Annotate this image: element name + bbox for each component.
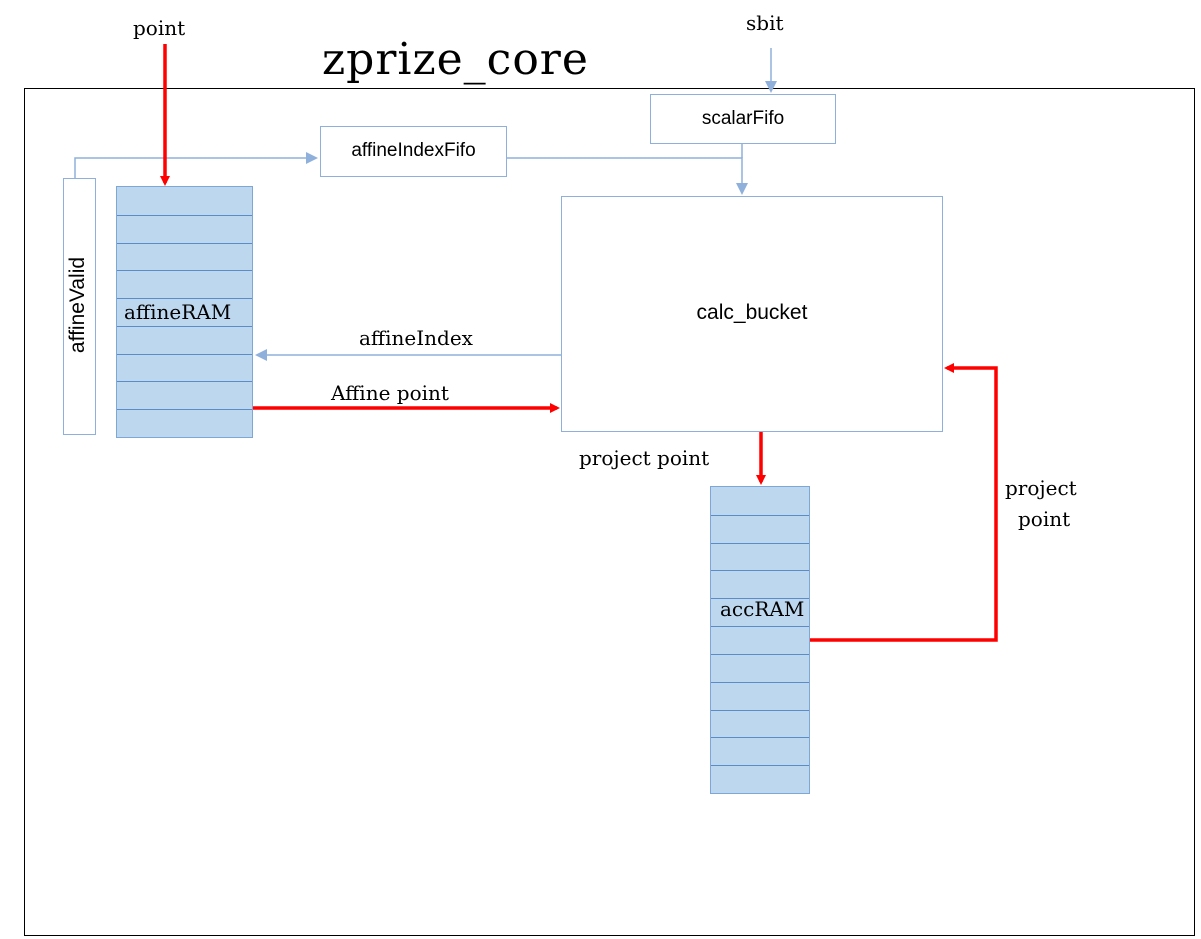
scalar-fifo-block: scalarFifo: [650, 94, 836, 144]
acc-ram-block: [710, 486, 810, 794]
ram-row-divider: [711, 710, 809, 711]
affine-index-signal-label: affineIndex: [359, 326, 473, 350]
ram-row-divider: [117, 409, 252, 410]
ram-row-divider: [711, 598, 809, 599]
affine-point-signal-label: Affine point: [331, 381, 449, 405]
affine-ram-block: [116, 186, 253, 438]
sbit-input-label: sbit: [746, 11, 784, 35]
ram-row-divider: [711, 654, 809, 655]
ram-row-divider: [117, 270, 252, 271]
affine-index-fifo-label: affineIndexFifo: [351, 140, 476, 161]
diagram-title: zprize_core: [322, 34, 589, 85]
project-point-feedback-wire: [810, 363, 998, 642]
ram-row-divider: [711, 765, 809, 766]
ram-row-divider: [117, 354, 252, 355]
ram-row-divider: [117, 243, 252, 244]
ram-row-divider: [711, 682, 809, 683]
ram-row-divider: [117, 381, 252, 382]
project-feedback-label-line1: project: [1005, 476, 1077, 500]
ram-row-divider: [711, 515, 809, 516]
index-fifo-to-calc-wire: [507, 157, 748, 195]
ram-row-divider: [711, 570, 809, 571]
ram-row-divider: [711, 737, 809, 738]
zprize-core-frame: [24, 88, 1195, 936]
acc-ram-label: accRAM: [720, 597, 805, 621]
scalar-fifo-label: scalarFifo: [701, 108, 785, 129]
ram-row-divider: [117, 326, 252, 327]
project-point-signal-label: project point: [579, 446, 710, 470]
affine-index-fifo-block: affineIndexFifo: [320, 126, 507, 177]
calc-bucket-label: calc_bucket: [696, 301, 808, 324]
valid-to-index-fifo-wire: [74, 152, 318, 178]
calc-bucket-block: calc_bucket: [561, 196, 943, 432]
project-feedback-label-line2: point: [1018, 507, 1071, 531]
affine-valid-block: [63, 178, 96, 435]
ram-row-divider: [711, 626, 809, 627]
ram-row-divider: [117, 298, 252, 299]
point-input-label: point: [133, 16, 186, 40]
ram-row-divider: [117, 215, 252, 216]
ram-row-divider: [711, 543, 809, 544]
affine-ram-label: affineRAM: [124, 300, 232, 324]
